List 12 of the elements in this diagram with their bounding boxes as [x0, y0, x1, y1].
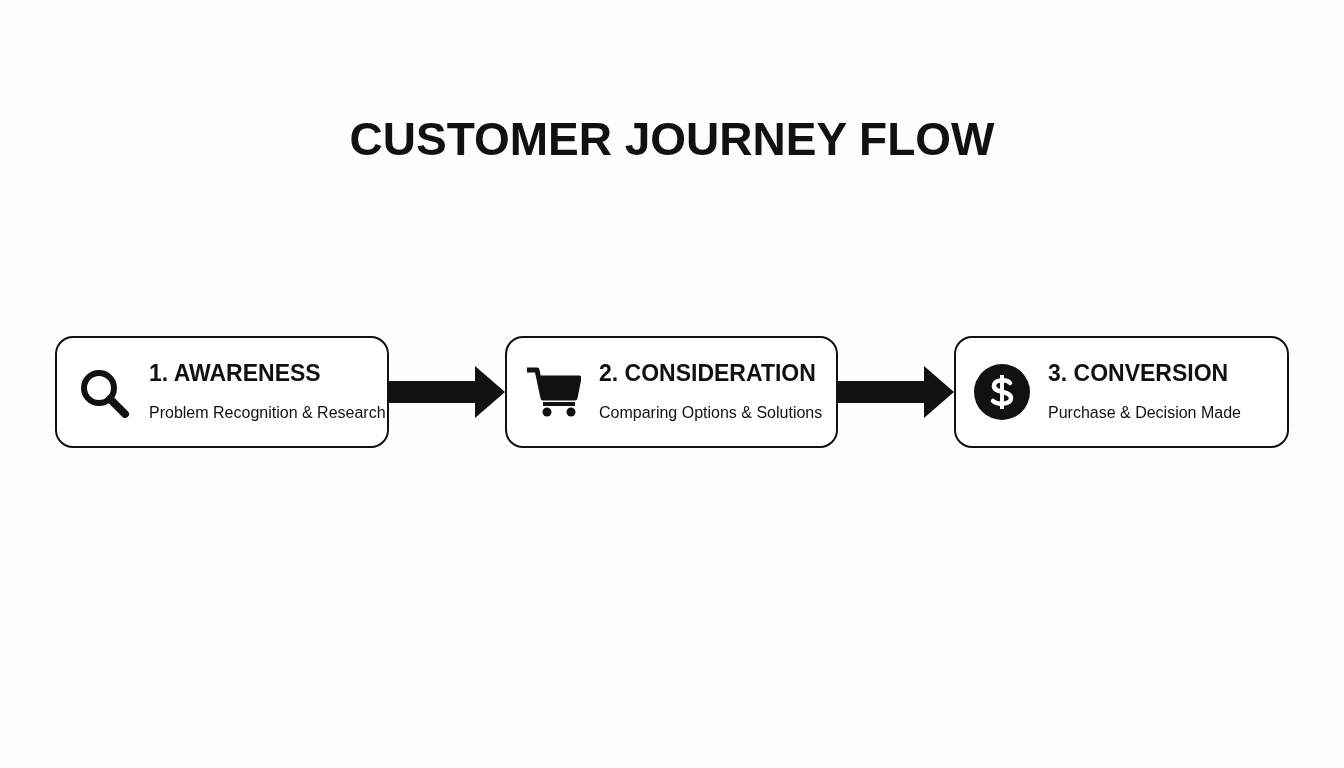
stage-heading: 1. AWARENESS [149, 360, 321, 387]
stage-heading: 2. CONSIDERATION [599, 360, 816, 387]
stage-description: Comparing Options & Solutions [599, 404, 823, 422]
stage-description: Problem Recognition & Research [149, 404, 386, 422]
stage-box [505, 336, 838, 448]
stage-heading: 3. CONVERSION [1048, 360, 1229, 387]
diagram-title: CUSTOMER JOURNEY FLOW [348, 112, 996, 166]
stage-box [954, 336, 1289, 448]
arrow [838, 366, 954, 418]
stage-description: Purchase & Decision Made [1048, 404, 1241, 422]
arrow [389, 366, 505, 418]
stage-box [55, 336, 389, 448]
